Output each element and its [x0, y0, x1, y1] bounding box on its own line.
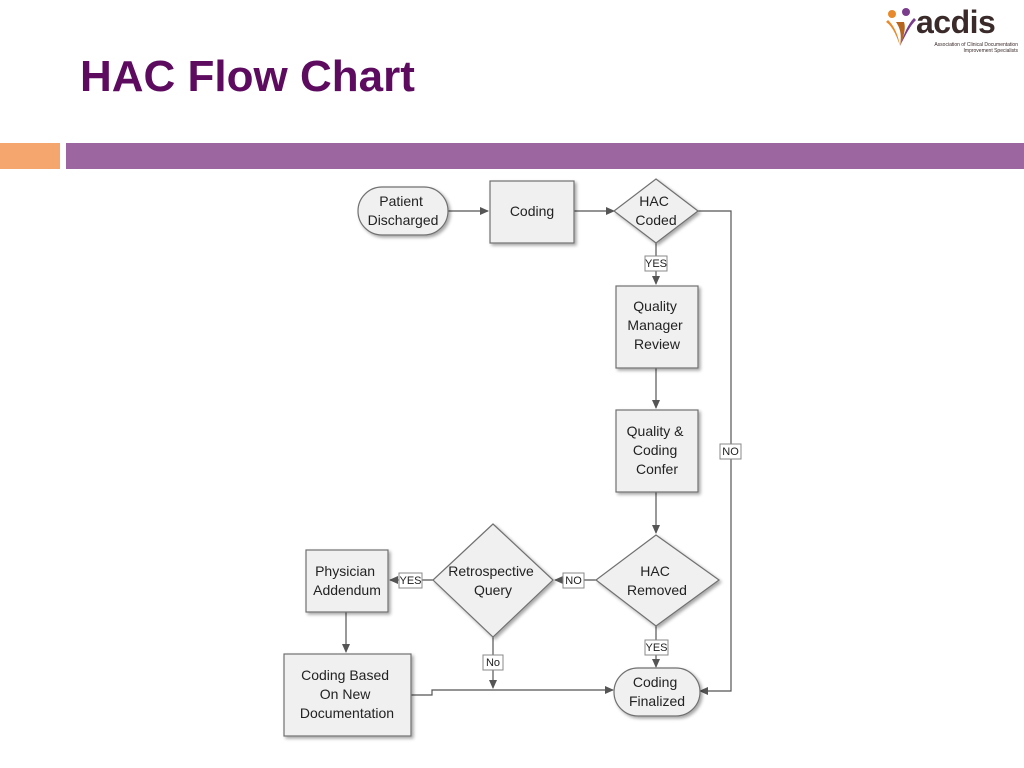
node-coding-finalized-label: Coding Finalized: [629, 674, 685, 709]
edge-labels: YES NO NO YES YES No: [398, 255, 742, 671]
logo-tagline: Association of Clinical Documentation Im…: [934, 42, 1018, 54]
node-patient-discharged: [357, 186, 449, 236]
label-hac-coded-no: NO: [719, 443, 742, 460]
node-coding: [489, 180, 575, 244]
logo-wordmark: acdis: [916, 4, 996, 40]
header-band: [66, 143, 1024, 169]
svg-text:NO: NO: [565, 575, 582, 587]
node-quality-manager-review-label: Quality Manager Review: [627, 298, 686, 352]
acdis-logo: acdis Association of Clinical Documentat…: [884, 4, 1018, 58]
logo-figures-icon: [886, 8, 916, 46]
node-patient-discharged-label: Patient Discharged: [368, 193, 439, 228]
label-query-no: No: [482, 654, 504, 671]
svg-text:YES: YES: [645, 642, 667, 654]
node-retrospective-query: [432, 523, 554, 638]
svg-text:YES: YES: [645, 258, 667, 270]
node-physician-addendum-label: Physician Addendum: [313, 563, 381, 598]
node-hac-removed: [595, 534, 721, 627]
node-coding-finalized: [613, 667, 701, 717]
edge-coding-new-to-finalized: [411, 686, 614, 696]
node-retrospective-query-label: Retrospective Query: [448, 563, 537, 598]
node-physician-addendum: [305, 549, 389, 613]
node-hac-coded: [613, 178, 699, 244]
label-hac-coded-yes: YES: [644, 255, 668, 272]
node-quality-coding-confer: [615, 409, 699, 493]
node-hac-removed-label: HAC Removed: [627, 563, 687, 598]
node-quality-manager-review: [615, 285, 699, 369]
node-coding-new-documentation-label: Coding Based On New Documentation: [300, 667, 394, 721]
label-hac-removed-no: NO: [562, 572, 585, 589]
node-coding-label: Coding: [510, 203, 554, 219]
svg-text:YES: YES: [399, 575, 421, 587]
label-query-yes: YES: [398, 572, 423, 589]
node-quality-coding-confer-label: Quality & Coding Confer: [627, 423, 688, 477]
node-hac-coded-label: HAC Coded: [635, 193, 676, 228]
header-band-accent: [0, 143, 60, 169]
svg-text:No: No: [486, 657, 500, 669]
node-coding-new-documentation: [283, 653, 412, 737]
slide-title: HAC Flow Chart: [80, 52, 415, 101]
label-hac-removed-yes: YES: [644, 639, 669, 656]
svg-text:NO: NO: [722, 446, 739, 458]
